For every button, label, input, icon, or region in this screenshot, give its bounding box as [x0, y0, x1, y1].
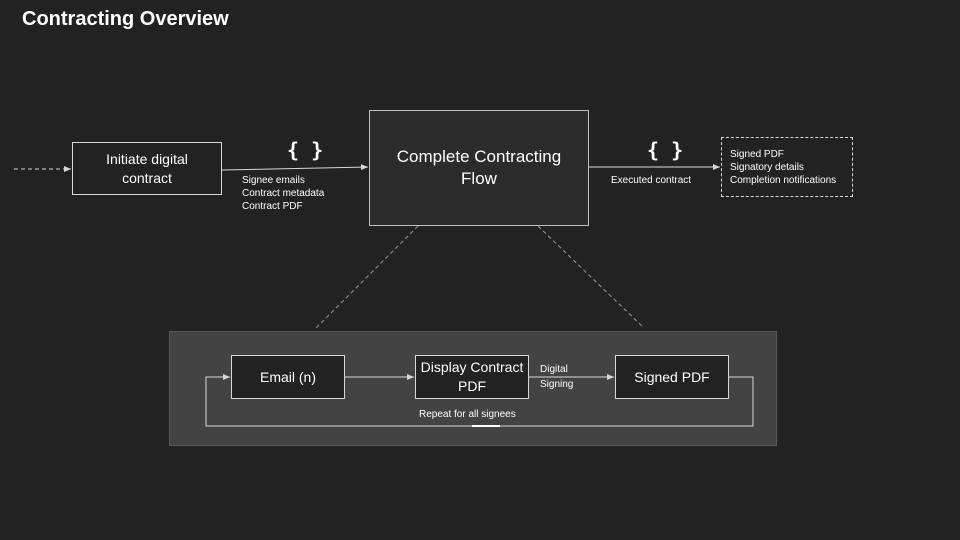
inputs-brace-icon: { }	[287, 138, 324, 162]
complete-flow-label: Complete Contracting Flow	[396, 146, 562, 188]
digital-signing-line: Signing	[540, 379, 574, 390]
output-item: Completion notifications	[730, 175, 837, 186]
zoom-line-left	[315, 225, 419, 329]
initiate-contract-label: Initiate digital contract	[106, 151, 188, 186]
signed-pdf-label: Signed PDF	[634, 368, 710, 385]
input-item: Contract PDF	[242, 201, 303, 212]
email-label: Email (n)	[259, 368, 316, 385]
outputs-list: Signed PDF Signatory details Completion …	[730, 148, 836, 187]
email-node: Email (n)	[231, 355, 345, 399]
outputs-node: Signed PDF Signatory details Completion …	[721, 137, 853, 197]
display-pdf-label: Display Contract PDF	[420, 359, 524, 394]
output-item: Signatory details	[730, 162, 804, 173]
complete-flow-node: Complete Contracting Flow	[369, 110, 589, 226]
signed-pdf-node: Signed PDF	[615, 355, 729, 399]
digital-signing-line: Digital	[540, 364, 568, 375]
repeat-label: Repeat for all signees	[419, 409, 516, 420]
inputs-list: Signee emails Contract metadata Contract…	[242, 174, 324, 213]
outputs-brace-icon: { }	[647, 138, 684, 162]
output-item: Signed PDF	[730, 149, 784, 160]
digital-signing-label: Digital Signing	[540, 362, 573, 392]
initiate-contract-node: Initiate digital contract	[72, 142, 222, 195]
executed-contract-label: Executed contract	[611, 175, 692, 186]
input-item: Contract metadata	[242, 188, 325, 199]
page-title: Contracting Overview	[22, 8, 229, 30]
inputs-arrow	[221, 164, 369, 171]
input-item: Signee emails	[242, 175, 305, 186]
display-pdf-node: Display Contract PDF	[415, 355, 529, 399]
zoom-line-right	[537, 225, 645, 329]
